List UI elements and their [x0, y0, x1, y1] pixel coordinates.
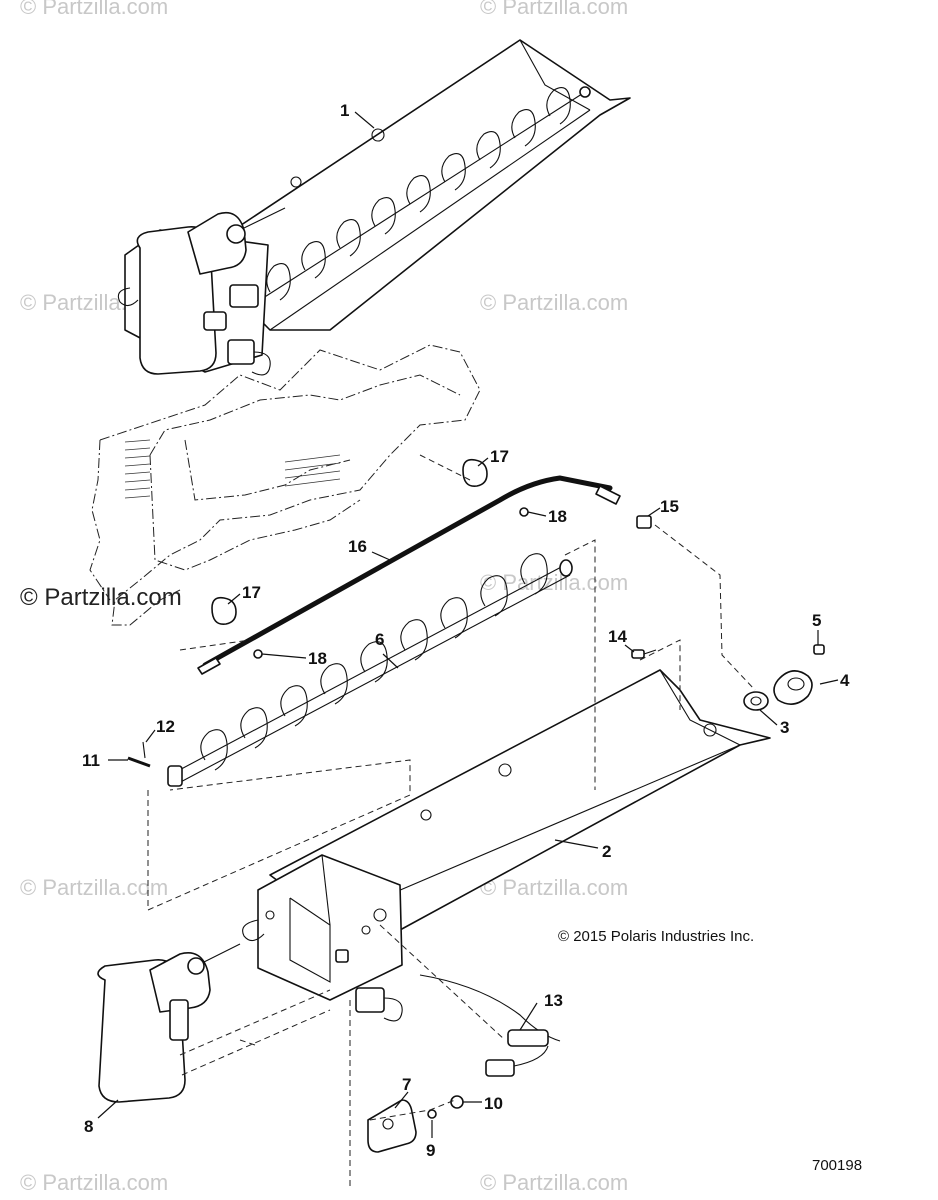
callout-1: 1	[340, 101, 349, 120]
auger-screw-6	[167, 553, 573, 787]
auger-assembly-1	[117, 39, 631, 376]
gear-motor-8	[97, 943, 241, 1103]
watermark: © Partzilla.com	[480, 875, 628, 900]
wire-harness-13	[419, 974, 561, 1077]
callout-16: 16	[348, 537, 367, 556]
bearing-3	[743, 691, 769, 711]
callout-14: 14	[608, 627, 627, 646]
diagram-id: 700198	[812, 1157, 862, 1174]
screw-18-lower	[253, 649, 263, 659]
callout-13: 13	[544, 991, 563, 1010]
flex-shaft-cable	[197, 475, 621, 675]
callout-5: 5	[812, 611, 821, 630]
flange-4	[773, 670, 813, 705]
callout-9: 9	[426, 1141, 435, 1160]
watermark-main: © Partzilla.com	[20, 584, 182, 611]
watermark: © Partzilla.com	[480, 290, 628, 315]
callout-15: 15	[660, 497, 679, 516]
watermark: © Partzilla.com	[480, 570, 628, 595]
fitting-15	[636, 515, 652, 529]
callout-6: 6	[375, 630, 384, 649]
screw-10	[450, 1095, 464, 1109]
copyright-notice: © 2015 Polaris Industries Inc.	[558, 928, 754, 945]
washer-9	[427, 1109, 437, 1119]
callout-8: 8	[84, 1117, 93, 1136]
watermark: © Partzilla.com	[20, 0, 168, 19]
hopper-phantom	[89, 344, 481, 626]
watermark: © Partzilla.com	[20, 875, 168, 900]
cable-clip-upper	[462, 458, 488, 487]
motor-bracket	[242, 854, 403, 1022]
screw-18-upper	[519, 507, 529, 517]
callout-11: 11	[82, 751, 100, 770]
callout-17-lower: 17	[242, 583, 261, 602]
callout-18-upper: 18	[548, 507, 567, 526]
callout-17-upper: 17	[490, 447, 509, 466]
watermark: © Partzilla.com	[480, 0, 628, 19]
cotter-12	[142, 741, 146, 759]
watermark: © Partzilla.com	[20, 1170, 168, 1195]
assembly-lines	[147, 454, 756, 1190]
callout-3: 3	[780, 718, 789, 737]
callout-12: 12	[156, 717, 175, 736]
pin-11	[127, 756, 151, 768]
callout-7: 7	[402, 1075, 411, 1094]
callout-4: 4	[840, 671, 850, 690]
watermark: © Partzilla.com	[480, 1170, 628, 1195]
callout-2: 2	[602, 842, 611, 861]
callout-18-lower: 18	[308, 649, 327, 668]
callout-10: 10	[484, 1094, 503, 1113]
callout-leaders	[97, 111, 839, 1138]
bolt-14	[631, 649, 657, 659]
nut-5	[813, 644, 825, 655]
cable-clip-lower	[211, 596, 237, 625]
